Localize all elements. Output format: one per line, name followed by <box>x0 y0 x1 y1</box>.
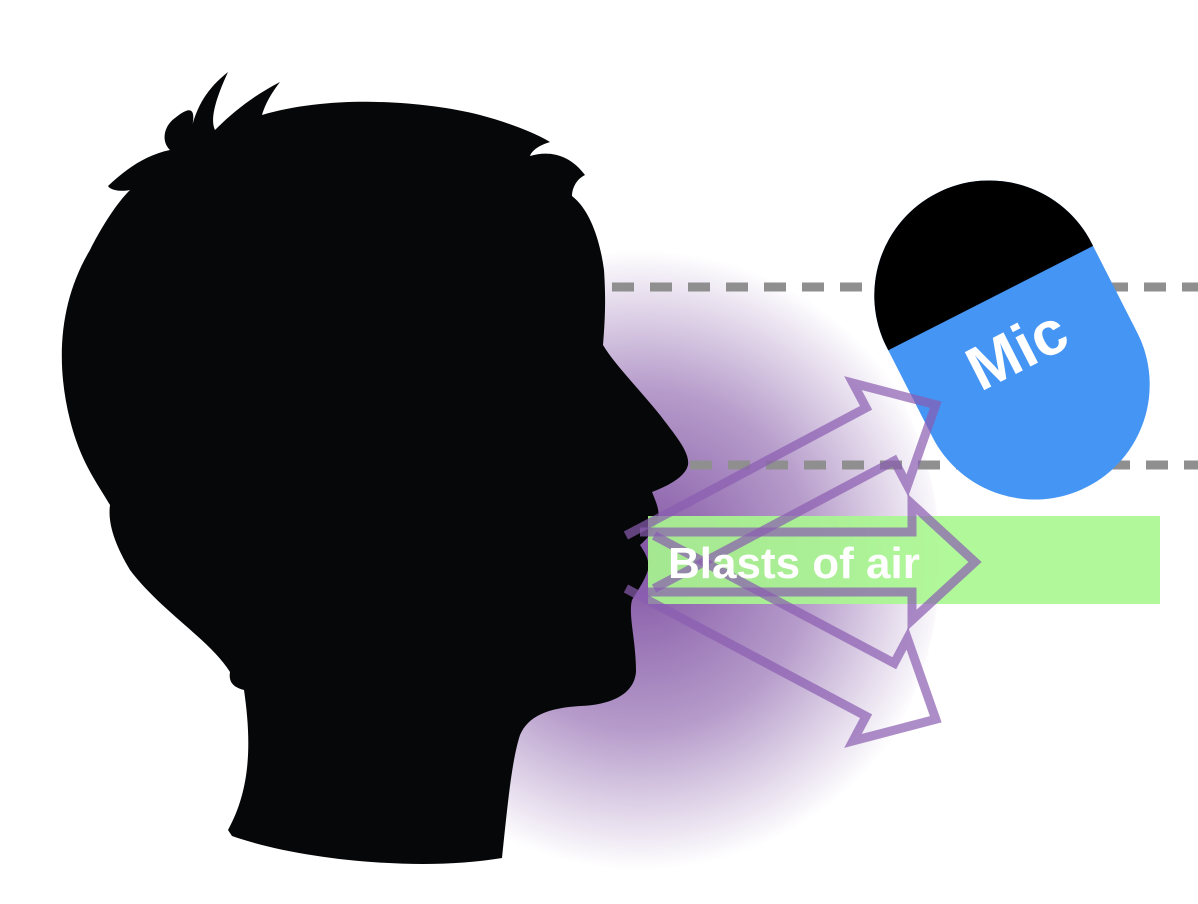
arrow-down <box>623 531 942 748</box>
arrow-up <box>623 376 942 593</box>
air-label: Blasts of air <box>668 539 920 588</box>
arrow-center <box>640 493 982 631</box>
air-arrows <box>623 376 982 748</box>
head-silhouette <box>61 72 689 864</box>
mic-cap <box>834 140 1094 351</box>
microphone: Mic <box>834 140 1190 540</box>
